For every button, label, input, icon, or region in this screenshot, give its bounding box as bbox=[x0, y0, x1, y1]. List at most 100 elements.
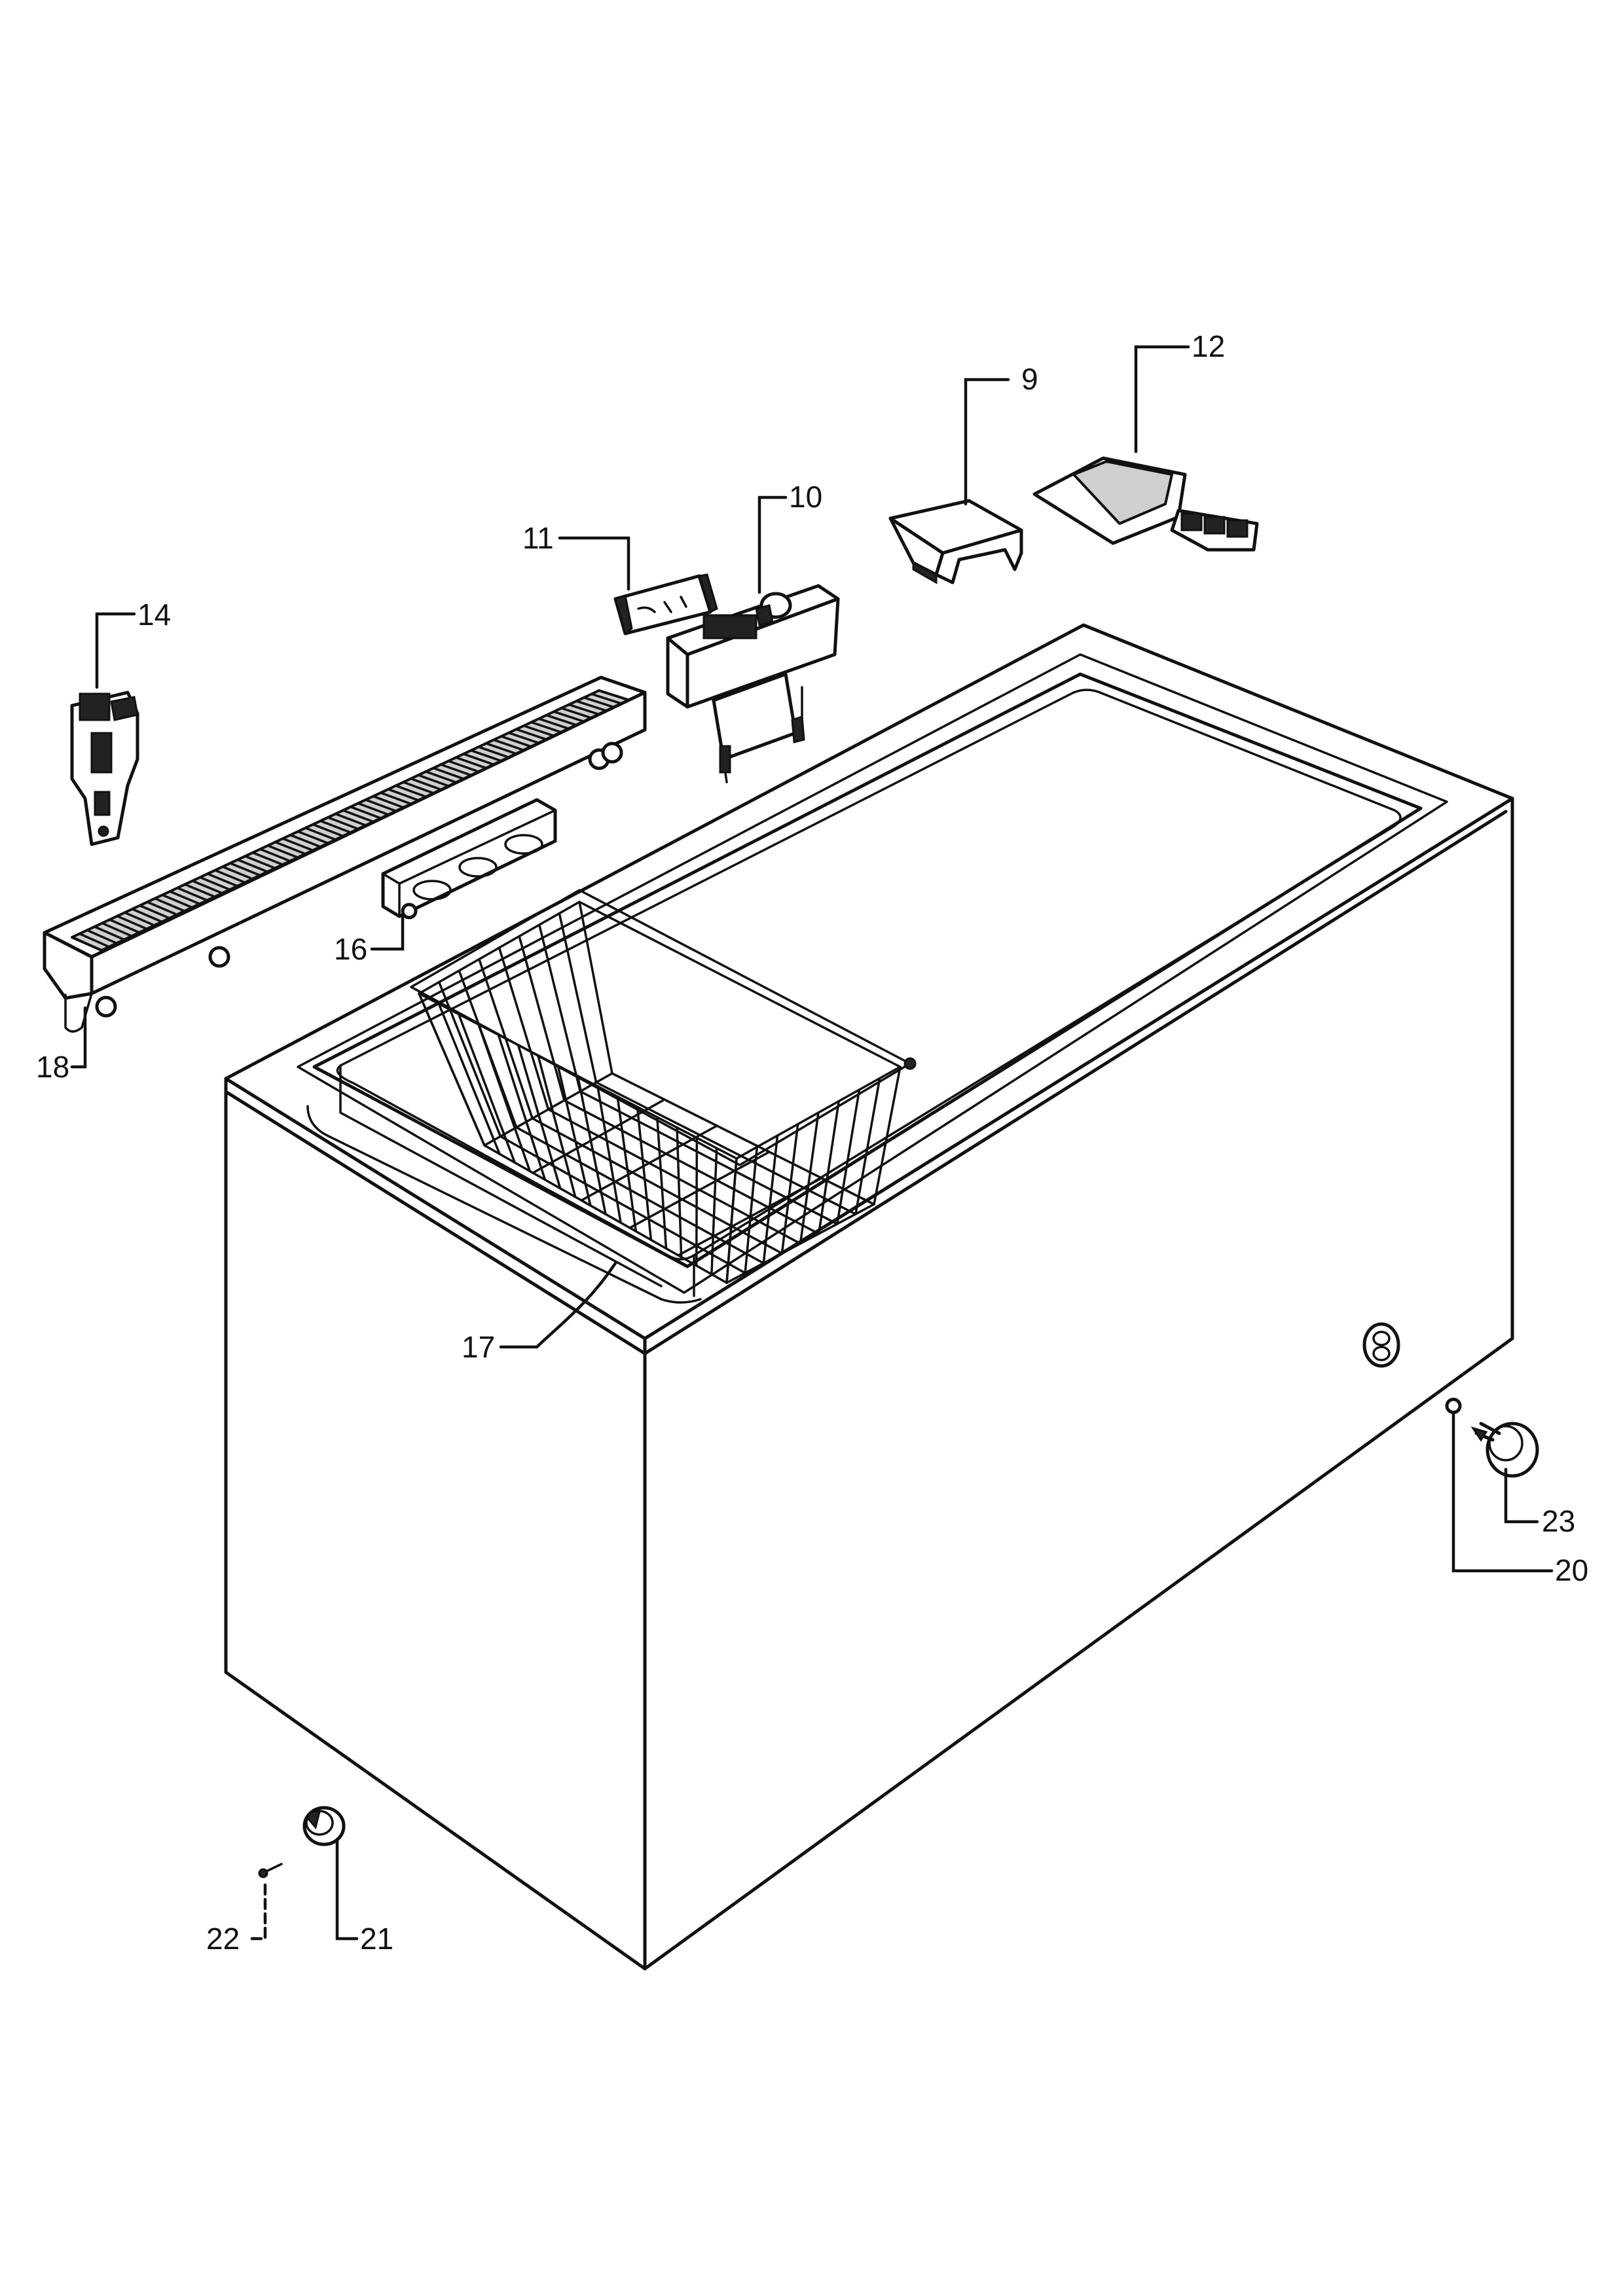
basket-wire bbox=[517, 1044, 562, 1190]
grille-slat bbox=[282, 837, 314, 852]
grille-slat bbox=[477, 745, 511, 759]
basket-wire bbox=[418, 992, 486, 1147]
basket-wire bbox=[710, 1147, 718, 1276]
grille-slat bbox=[78, 932, 111, 948]
grille-slat bbox=[462, 753, 496, 766]
part-label-14: 14 bbox=[137, 598, 171, 632]
grille-slat bbox=[266, 844, 299, 859]
grille-slat bbox=[123, 911, 156, 927]
basket-wire bbox=[538, 924, 581, 1093]
basket-wire bbox=[457, 1013, 516, 1164]
basket-wire bbox=[873, 1066, 902, 1206]
grille-slat bbox=[138, 904, 171, 920]
part-label-18: 18 bbox=[36, 1050, 69, 1084]
part-label-17: 17 bbox=[462, 1330, 495, 1364]
basket-wire bbox=[556, 1064, 592, 1207]
grille-slat bbox=[583, 696, 616, 709]
grille-slat bbox=[108, 918, 141, 934]
grille-slat bbox=[590, 692, 624, 706]
basket-grid-wire bbox=[547, 1108, 802, 1245]
grille-slat bbox=[116, 914, 148, 931]
grille-slat bbox=[545, 713, 579, 726]
grille-slat bbox=[206, 872, 239, 888]
grille-slat bbox=[364, 798, 397, 812]
cover-9 bbox=[888, 499, 1023, 584]
grille-slat bbox=[251, 851, 284, 866]
basket-wire bbox=[854, 1077, 881, 1215]
basket-grid-wire bbox=[563, 1099, 820, 1235]
panel-insert bbox=[381, 798, 557, 920]
part-label-9: 9 bbox=[1021, 362, 1038, 396]
grille-slat bbox=[191, 880, 224, 895]
grille-slat bbox=[568, 703, 601, 716]
hinge-latch bbox=[70, 691, 139, 846]
control-box bbox=[666, 584, 840, 783]
grille-slat bbox=[334, 812, 367, 827]
grille-slat bbox=[198, 876, 231, 891]
basket-wire bbox=[478, 958, 534, 1120]
part-label-10: 10 bbox=[789, 480, 822, 514]
grille-slat bbox=[538, 717, 571, 730]
grille-slat bbox=[439, 763, 473, 777]
grille-slat bbox=[274, 840, 307, 855]
grille-slat bbox=[259, 848, 291, 863]
basket-wire bbox=[497, 1033, 547, 1181]
basket-wire bbox=[578, 901, 613, 1075]
basket-wire bbox=[817, 1100, 840, 1235]
basket-grid-wire bbox=[677, 1177, 823, 1257]
part-label-12: 12 bbox=[1192, 329, 1225, 363]
basket-wire bbox=[576, 1075, 607, 1215]
grille-slat bbox=[492, 738, 526, 752]
grille-slat bbox=[304, 827, 337, 841]
grille-slat bbox=[221, 865, 254, 880]
grille-slat bbox=[379, 791, 412, 806]
basket-grid-wire bbox=[532, 1098, 666, 1174]
basket-wire bbox=[780, 1122, 799, 1255]
grille-slat bbox=[244, 855, 276, 870]
handle-12 bbox=[1032, 456, 1259, 552]
basket-wire bbox=[498, 946, 550, 1111]
grille-slat bbox=[522, 725, 556, 738]
basket-wire bbox=[744, 1145, 758, 1274]
grille-slat bbox=[484, 742, 518, 755]
basket-grid-wire bbox=[594, 1081, 857, 1215]
grille-slat bbox=[161, 893, 194, 909]
basket-wire bbox=[676, 1126, 683, 1259]
lock-icon bbox=[1362, 1322, 1400, 1368]
basket-wire bbox=[616, 1095, 637, 1232]
grille-slat bbox=[469, 749, 503, 762]
grille-slat bbox=[387, 788, 420, 802]
basket-wire bbox=[437, 980, 502, 1138]
basket-grid-wire bbox=[499, 1135, 746, 1274]
grille-slat bbox=[394, 784, 428, 798]
grille-slat bbox=[146, 901, 179, 916]
grille-slat bbox=[312, 823, 344, 838]
grille-slat bbox=[289, 834, 322, 848]
grille-slat bbox=[213, 869, 246, 884]
lock-knob bbox=[1445, 1397, 1539, 1478]
basket-wire bbox=[799, 1111, 820, 1245]
grille-slat bbox=[417, 774, 450, 787]
basket-wire bbox=[836, 1088, 861, 1225]
basket-wire bbox=[437, 1003, 501, 1155]
grille-slat bbox=[507, 731, 541, 745]
grille-slat bbox=[183, 883, 216, 898]
grille-slat bbox=[500, 735, 533, 748]
grille-slat bbox=[560, 707, 594, 720]
grille-slat bbox=[598, 689, 631, 702]
grille-slat bbox=[176, 886, 209, 902]
part-label-23: 23 bbox=[1542, 1504, 1575, 1538]
basket-wire bbox=[458, 969, 518, 1129]
basket-wire bbox=[725, 1157, 738, 1284]
grille-slat bbox=[357, 802, 390, 816]
grille-slat bbox=[93, 925, 126, 941]
basket-wire bbox=[596, 1085, 622, 1224]
grille-slat bbox=[153, 897, 186, 912]
basket-grid-wire bbox=[629, 1151, 771, 1229]
screw-22 bbox=[258, 1863, 283, 1878]
grille-slat bbox=[342, 809, 374, 823]
grille-slat bbox=[530, 721, 563, 734]
basket-wire bbox=[656, 1116, 668, 1250]
part-label-20: 20 bbox=[1555, 1553, 1588, 1587]
grille-slat bbox=[297, 830, 329, 845]
